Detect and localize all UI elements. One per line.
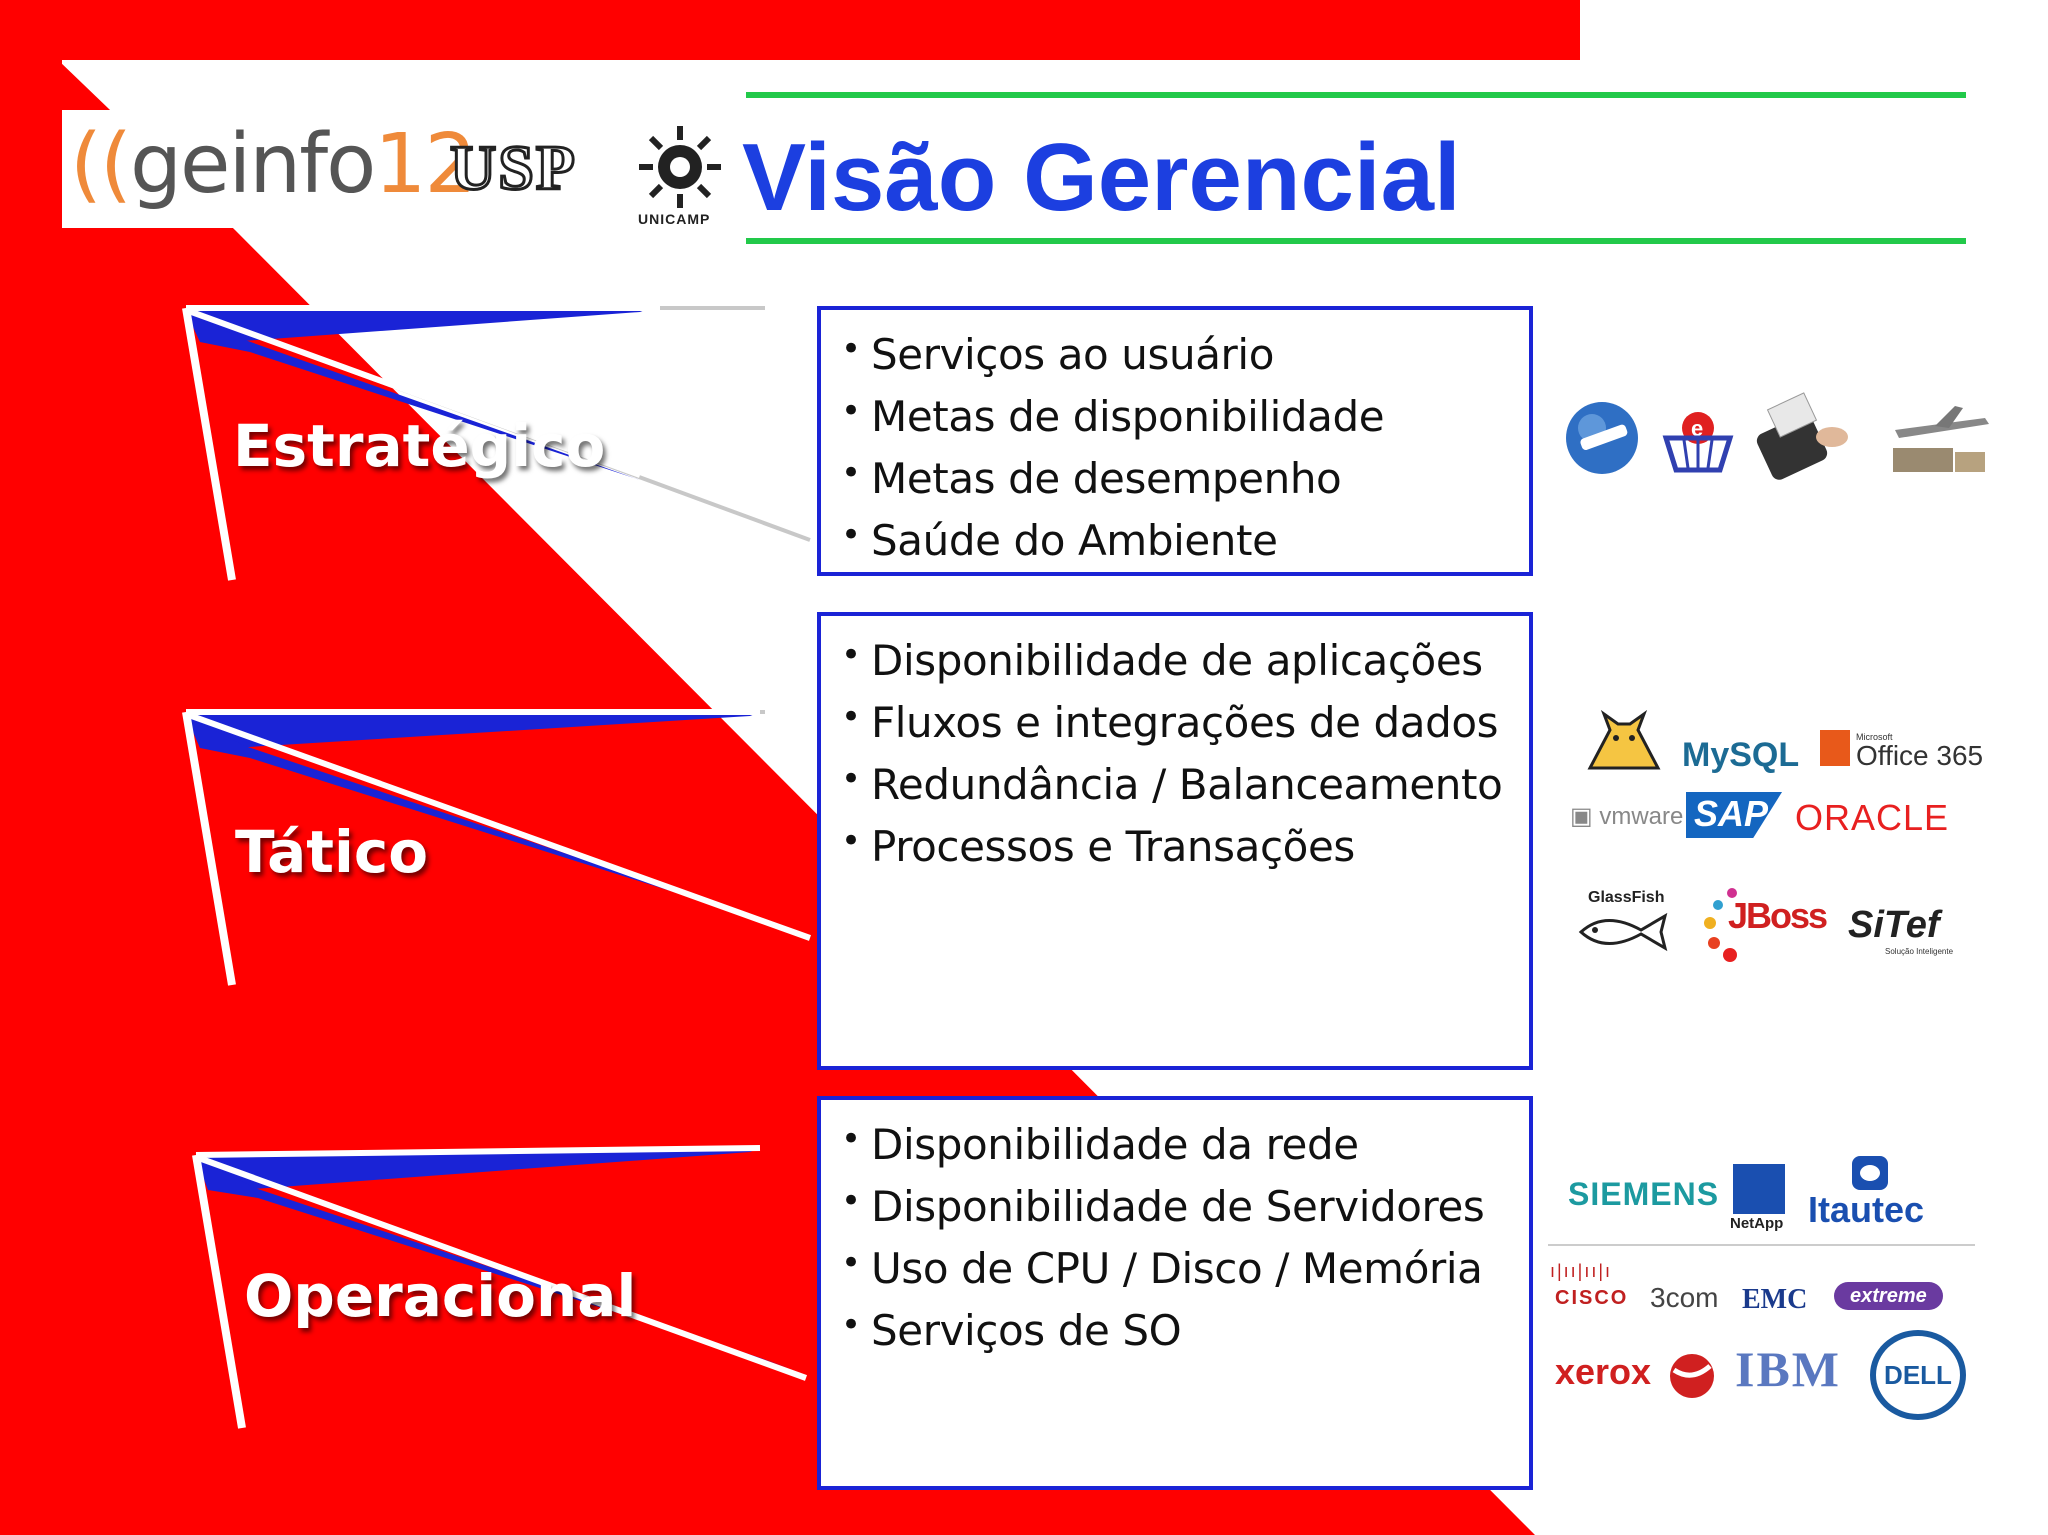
xerox-logo: xerox: [1555, 1351, 1652, 1392]
header-logo-strip: [62, 110, 702, 228]
title-top-rule: [746, 92, 1966, 98]
netapp-icon: [1733, 1164, 1785, 1214]
unicamp-sun-icon: [639, 126, 721, 208]
xerox-sphere-icon: [1670, 1354, 1714, 1398]
itautec-icon: [1852, 1156, 1888, 1190]
netapp-label: NetApp: [1730, 1215, 1784, 1232]
page-title: Visão Gerencial: [742, 124, 1461, 231]
list-item: Processos e Transações: [841, 810, 1529, 878]
globe-ecommerce-icon: [1566, 402, 1638, 474]
strategic-arrow-graphic: [182, 305, 811, 581]
level-label-operational: Operacional: [244, 1262, 637, 1330]
3com-logo: 3com: [1650, 1282, 1719, 1313]
geinfo-logo: ((geinfo12: [70, 115, 477, 215]
cisco-logo: CISCO: [1555, 1287, 1629, 1309]
glassfish-label: GlassFish: [1588, 889, 1665, 906]
geinfo-text: geinfo: [129, 117, 376, 212]
title-bottom-rule: [746, 238, 1966, 244]
list-item: Saúde do Ambiente: [841, 504, 1529, 572]
cargo-plane-icon: [1893, 406, 1989, 472]
tomcat-icon: [1587, 710, 1661, 770]
siemens-logo: SIEMENS: [1568, 1176, 1720, 1212]
card-terminal-icon: [1756, 392, 1848, 480]
list-item: Redundância / Balanceamento: [841, 748, 1529, 816]
list-item: Serviços de SO: [841, 1294, 1529, 1362]
level-label-strategic: Estratégico: [233, 412, 606, 480]
list-item: Disponibilidade de Servidores: [841, 1170, 1529, 1238]
office-label: Office 365: [1856, 740, 1984, 771]
usp-logo: USP: [449, 131, 577, 205]
list-item: Fluxos e integrações de dados: [841, 686, 1529, 754]
svg-text:e: e: [1691, 416, 1703, 441]
emc-logo: EMC: [1742, 1284, 1808, 1315]
tactic-box: Disponibilidade de aplicações Fluxos e i…: [817, 612, 1533, 1070]
list-item: Disponibilidade de aplicações: [841, 624, 1529, 692]
itautec-logo: Itautec: [1808, 1189, 1925, 1230]
list-item: Serviços ao usuário: [841, 318, 1529, 386]
cisco-bars-icon: ı|ıı|ıı|ı: [1550, 1261, 1613, 1281]
sap-logo: SAP: [1686, 792, 1783, 838]
mysql-logo: MySQL: [1682, 736, 1800, 774]
jboss-logo: JBoss: [1728, 895, 1828, 936]
level-label-tactic: Tático: [235, 818, 429, 886]
geinfo-number: 12: [374, 117, 476, 212]
oracle-logo: ORACLE: [1795, 797, 1950, 838]
shopping-basket-icon: e: [1662, 412, 1734, 473]
vmware-logo: ▣ vmware: [1570, 803, 1684, 830]
list-item: Uso de CPU / Disco / Memória: [841, 1232, 1529, 1300]
extreme-logo: extreme: [1834, 1282, 1943, 1310]
list-item: Disponibilidade da rede: [841, 1108, 1529, 1176]
sitef-logo: SiTef: [1848, 904, 1940, 946]
office-microsoft-label: Microsoft: [1856, 732, 1893, 742]
geinfo-arc-icon: ((: [70, 117, 132, 212]
strategic-box: Serviços ao usuário Metas de disponibili…: [817, 306, 1533, 576]
operational-arrow-graphic: [192, 1145, 808, 1429]
sitef-sub: Solução Inteligente: [1885, 947, 1954, 956]
dell-logo: DELL: [1870, 1330, 1966, 1420]
list-item: Metas de desempenho: [841, 442, 1529, 510]
operational-box: Disponibilidade da rede Disponibilidade …: [817, 1096, 1533, 1490]
list-item: Metas de disponibilidade: [841, 380, 1529, 448]
ibm-logo: IBM: [1735, 1341, 1841, 1397]
jboss-dots-icon: [1704, 888, 1737, 962]
office-icon: [1820, 730, 1850, 766]
unicamp-label: UNICAMP: [638, 211, 711, 227]
glassfish-icon: [1578, 912, 1668, 952]
tactic-arrow-graphic: [182, 709, 812, 986]
